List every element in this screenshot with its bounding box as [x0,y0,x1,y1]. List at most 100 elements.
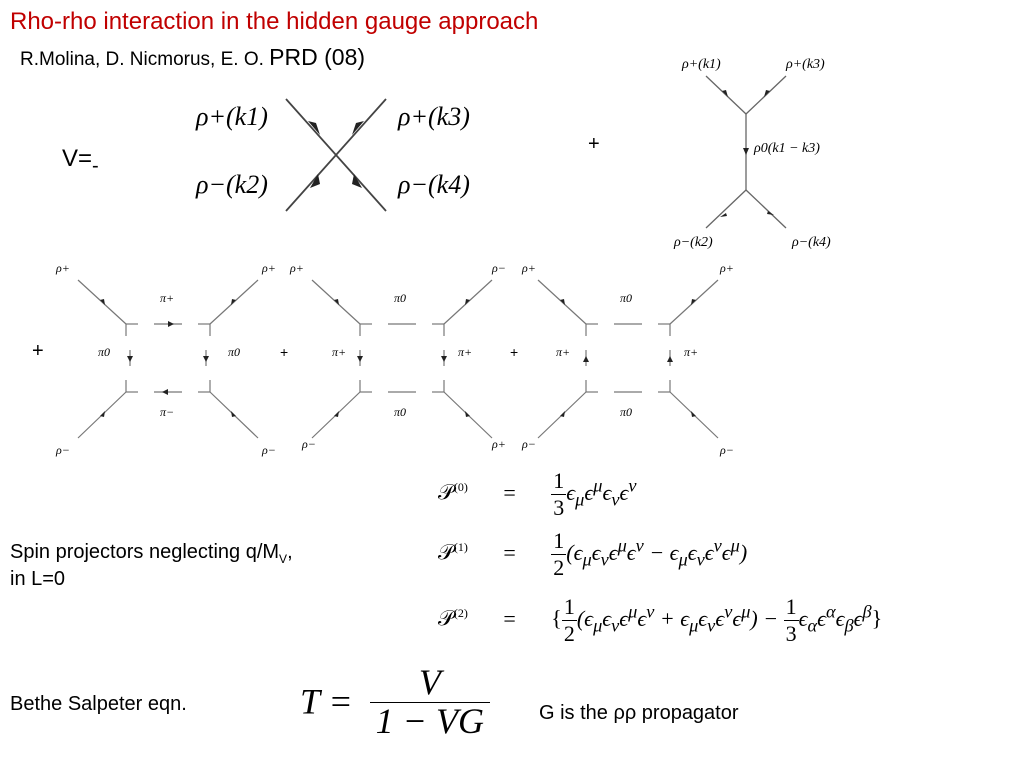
box3-label-tl: ρ+ [521,261,536,275]
projector-1-sup: (1) [453,540,468,555]
box3-label-left: π+ [556,345,570,359]
plus-sign-1: + [588,133,600,155]
projector-0-eq: = [503,479,516,505]
bethe-salpeter-label: Bethe Salpeter eqn. [10,693,187,715]
projector-1-lhs: 𝒫 [438,539,454,565]
exchange-arrow-1 [722,90,728,97]
exchange-line-bl [705,189,747,229]
exchange-arrow-2 [764,90,770,97]
box1-label-bl: ρ− [55,443,70,457]
bs-frac: V 1 − VG [369,664,490,739]
potential-label: V=- [62,145,99,177]
journal-ref: PRD (08) [269,44,366,70]
exchange-label-bl: ρ−(k2) [673,235,713,250]
authors-names: R.Molina, D. Nicmorus, E. O. [20,49,270,70]
projector-1-rhs: (ϵμϵνϵμϵν − ϵμϵνϵνϵμ) [566,535,748,569]
projector-2-den: 2 [563,621,575,646]
box-diagram-1: ρ+ ρ+ ρ− ρ− π+ π− π0 π0 [55,261,276,457]
projector-0-num: 1 [551,468,567,495]
contact-label-br: ρ−(k4) [397,170,470,199]
projector-2-num: 1 [561,594,577,621]
box2-label-tl: ρ+ [289,261,304,275]
projector-2-rhs: (ϵμϵνϵμϵν + ϵμϵνϵνϵμ) − [576,601,779,635]
contact-label-tl: ρ+(k1) [195,102,268,131]
contact-label-tr: ρ+(k3) [397,102,470,131]
potential-v: V= [62,145,93,172]
bs-num: V [369,664,490,703]
exchange-diagram: ρ+(k1) ρ+(k3) ρ0(k1 − k3) ρ−(k2) ρ−(k4) [673,57,831,250]
box3-label-top: π0 [620,291,632,305]
contact-arrow-2 [352,121,364,135]
authors-line: R.Molina, D. Nicmorus, E. O. PRD (08) [20,44,365,71]
box-diagram-3: ρ+ ρ+ ρ− ρ− π0 π0 π+ π+ [521,261,734,457]
projector-2-brace-close: } [871,605,883,631]
projector-0-den: 3 [553,495,565,520]
propagator-note: G is the ρρ propagator [539,702,739,724]
box2-label-right: π+ [458,345,472,359]
projector-1-num: 1 [551,528,567,555]
spin-projectors-comma: , [287,541,293,563]
exchange-arrow-3 [743,148,749,155]
plus-sign-3: + [280,344,289,360]
spin-projectors-text: Spin projectors neglecting q/M [10,541,280,563]
projector-2-num-b: 1 [783,594,799,621]
projector-1-den: 2 [553,555,565,580]
exchange-arrow-4 [720,213,727,217]
box2-label-br: ρ+ [491,437,506,451]
exchange-arrow-5 [767,211,774,215]
box2-label-bl: ρ− [301,437,316,451]
potential-minus: - [92,155,99,177]
projector-0-lhs: 𝒫 [438,479,454,505]
bethe-salpeter-equation: T = V 1 − VG [300,664,490,739]
exchange-label-br: ρ−(k4) [791,235,831,250]
exchange-label-mid: ρ0(k1 − k3) [753,141,820,156]
box1-label-top: π+ [160,291,174,305]
box3-label-bottom: π0 [620,405,632,419]
box3-label-tr: ρ+ [719,261,734,275]
contact-arrow-1 [308,121,320,135]
exchange-label-tr: ρ+(k3) [785,57,825,72]
box3-label-right: π+ [684,345,698,359]
box2-label-left: π+ [332,345,346,359]
box1-label-tl: ρ+ [55,261,70,275]
contact-arrow-4 [352,174,362,188]
exchange-label-tl: ρ+(k1) [681,57,721,72]
box1-label-br: ρ− [261,443,276,457]
contact-line-b [285,98,387,212]
spin-projectors-label: Spin projectors neglecting q/MV, in L=0 [10,540,293,592]
box2-label-bottom: π0 [394,405,406,419]
projector-2-den-b: 3 [785,621,797,646]
contact-diagram: ρ+(k1) ρ+(k3) ρ−(k2) ρ−(k4) [195,98,470,212]
spin-projectors-line2: in L=0 [10,568,66,590]
contact-label-bl: ρ−(k2) [195,170,268,199]
box1-label-right: π0 [228,345,240,359]
box1-label-bottom: π− [160,405,174,419]
projector-2-sup: (2) [453,606,468,621]
box3-label-br: ρ− [719,443,734,457]
contact-arrow-3 [310,174,320,188]
box3-label-bl: ρ− [521,437,536,451]
box2-label-top: π0 [394,291,406,305]
box1-label-tr: ρ+ [261,261,276,275]
spin-projectors-sub: V [279,552,288,566]
bs-lhs: T = [300,681,353,722]
projector-2-eq: = [503,605,516,631]
projector-1-eq: = [503,539,516,565]
projector-2-rhs-b: ϵαϵαϵβϵβ [798,601,872,635]
projector-0-rhs: ϵμϵμϵνϵν [566,475,637,509]
box1-label-left: π0 [98,345,110,359]
projector-2-brace-open: { [551,605,562,631]
projector-2-lhs: 𝒫 [438,605,454,631]
slide-title: Rho-rho interaction in the hidden gauge … [10,8,539,35]
exchange-line-br [745,189,787,229]
box-diagram-2: ρ+ ρ− ρ− ρ+ π0 π0 π+ π+ [289,261,506,451]
box2-label-tr: ρ− [491,261,506,275]
plus-sign-2: + [32,340,44,362]
plus-sign-4: + [510,344,519,360]
projector-0-sup: (0) [453,480,468,495]
